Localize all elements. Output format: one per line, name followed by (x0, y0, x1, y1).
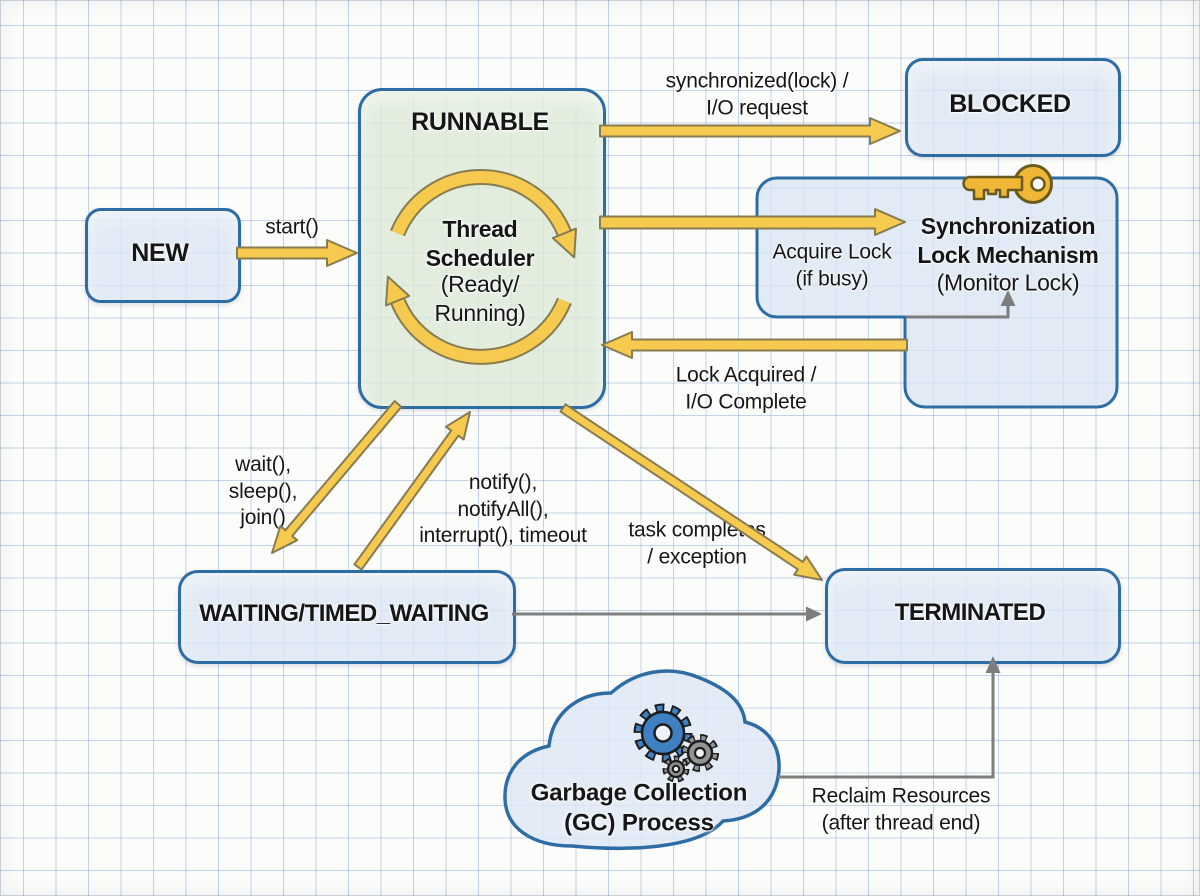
new-label: NEW (131, 239, 189, 268)
waiting-label: WAITING/TIMED_WAITING (199, 599, 489, 627)
state-box-blocked (905, 58, 1121, 157)
key-icon (962, 164, 1053, 204)
state-box-terminated (825, 568, 1121, 664)
state-box-waiting (178, 570, 516, 664)
blocked-label: BLOCKED (949, 90, 1071, 119)
terminated-label: TERMINATED (894, 598, 1046, 626)
lock-box-label-bold: Synchronization Lock Mechanism (917, 212, 1099, 268)
label-reclaim: Reclaim Resources (after thread end) (811, 784, 991, 834)
label-to-terminated: task completes / exception (628, 518, 766, 568)
connector-gc-to-terminated (778, 671, 995, 779)
label-to-waiting: wait(), sleep(), join() (228, 453, 298, 530)
label-start: start() (265, 215, 319, 239)
scheduler-label-normal: (Ready/ Running) (434, 270, 526, 326)
label-lock-acquired: Lock Acquired / I/O Complete (675, 363, 817, 413)
scheduler-label-bold: Thread Scheduler (425, 215, 535, 271)
gears-icon (633, 703, 719, 783)
gc-label: Garbage Collection (GC) Process (530, 779, 748, 837)
arrow-start (236, 239, 358, 267)
arrow-runnable-to-lock (599, 208, 906, 236)
runnable-label: RUNNABLE (411, 108, 549, 137)
label-acquire-lock: Acquire Lock (if busy) (772, 240, 892, 290)
label-from-waiting: notify(), notifyAll(), interrupt(), time… (419, 471, 587, 548)
arrow-runnable-to-blocked (599, 117, 901, 145)
label-to-blocked: synchronized(lock) / I/O request (665, 69, 849, 119)
connector-lock-internal (906, 305, 1010, 319)
lock-box-label-normal: (Monitor Lock) (936, 269, 1080, 296)
arrow-lock-to-runnable (601, 331, 908, 359)
